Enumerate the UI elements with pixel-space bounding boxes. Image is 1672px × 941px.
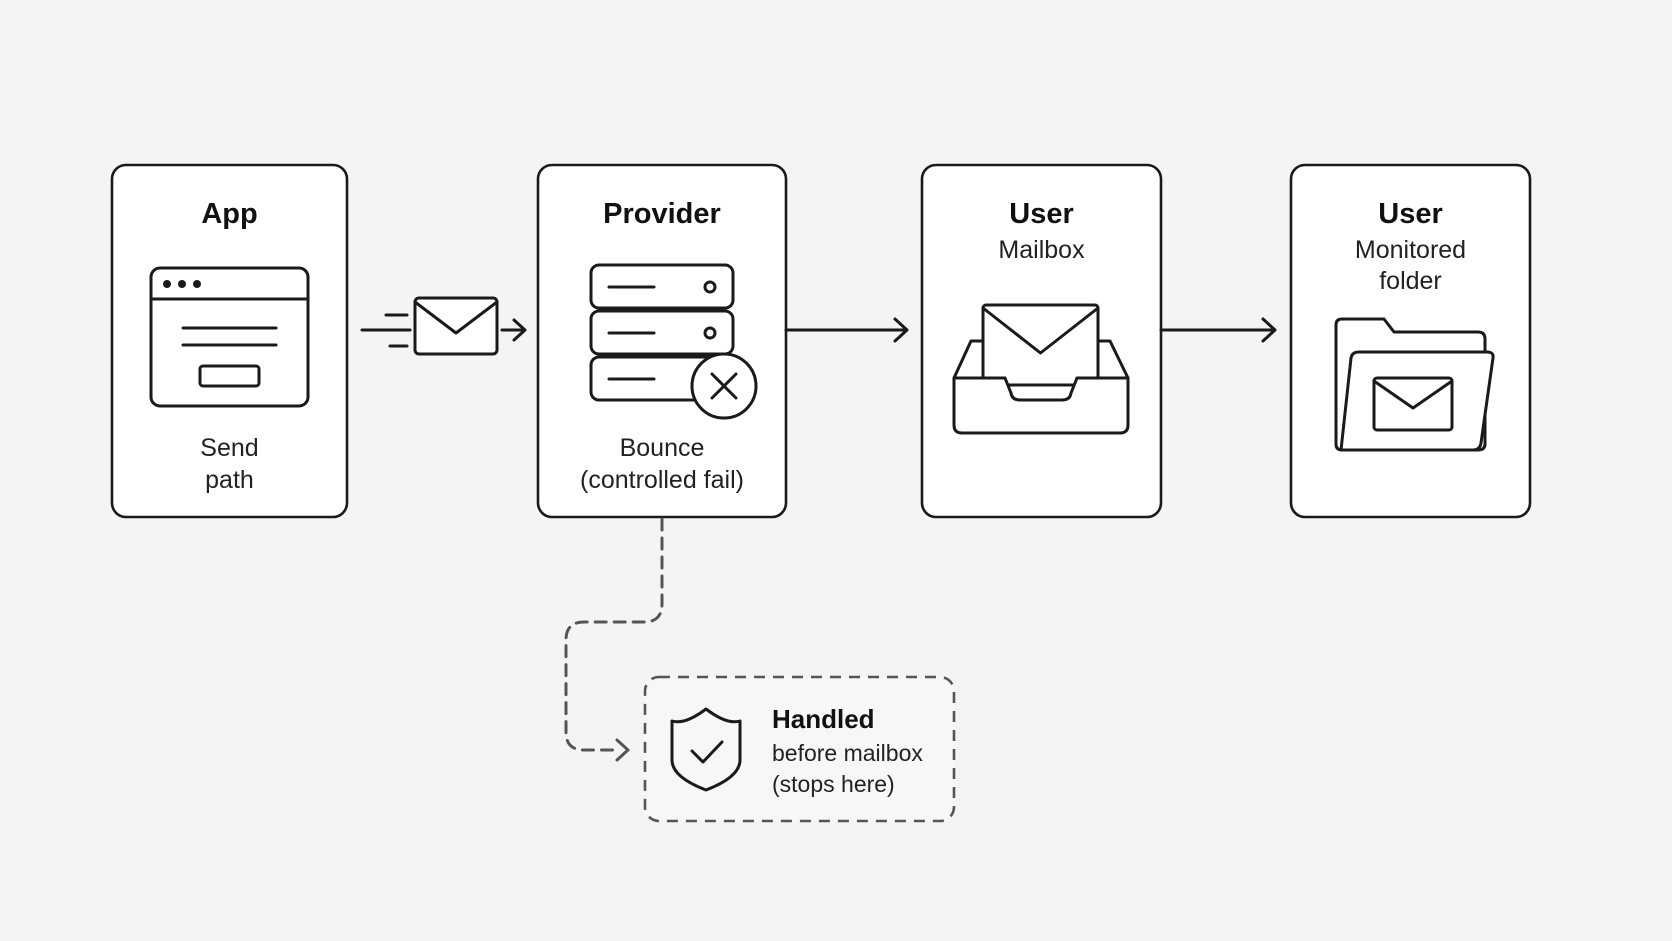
node-app: App Send path: [110, 163, 349, 519]
edge-provider-handled-line: [564, 517, 664, 752]
edge-app-provider: [360, 296, 527, 356]
node-handled-box: [643, 675, 956, 823]
shield-check-icon: [670, 707, 742, 792]
folder-mail-icon: [1334, 317, 1495, 452]
node-mailbox-line1: Mailbox: [998, 236, 1085, 264]
edge-app-provider-arrowhead: [512, 318, 527, 342]
browser-window-icon: [149, 266, 310, 408]
moving-envelope-icon: [360, 296, 499, 356]
inbox-tray-icon: [952, 303, 1130, 435]
node-app-line2: path: [205, 466, 254, 494]
node-provider-line2: (controlled fail): [580, 466, 744, 494]
node-mailbox-title: User: [1009, 198, 1074, 230]
node-provider-box: [536, 163, 788, 519]
server-stack-error-icon: [589, 263, 758, 420]
node-provider-title: Provider: [603, 198, 721, 230]
edge-provider-mailbox-arrowhead: [893, 317, 909, 343]
node-app-line1: Send: [200, 434, 258, 462]
node-folder-line2: folder: [1379, 267, 1442, 295]
edge-provider-handled: [564, 517, 664, 762]
node-handled: Handled before mailbox (stops here): [643, 675, 956, 823]
node-folder-title: User: [1378, 198, 1443, 230]
node-folder-line1: Monitored: [1355, 236, 1466, 264]
node-handled-line1: before mailbox: [772, 740, 923, 766]
node-mailbox: User Mailbox: [920, 163, 1163, 519]
node-handled-title: Handled: [772, 704, 875, 734]
node-app-box: [110, 163, 349, 519]
edge-provider-mailbox: [784, 317, 909, 343]
node-folder: User Monitored folder: [1289, 163, 1532, 519]
edge-mailbox-folder-arrowhead: [1261, 317, 1277, 343]
edge-provider-handled-arrowhead: [615, 738, 630, 762]
node-handled-line2: (stops here): [772, 771, 895, 797]
node-provider: Provider Bounce (controlled fail): [536, 163, 788, 519]
node-app-title: App: [201, 198, 257, 230]
node-provider-line1: Bounce: [620, 434, 705, 462]
edge-mailbox-folder: [1159, 317, 1277, 343]
